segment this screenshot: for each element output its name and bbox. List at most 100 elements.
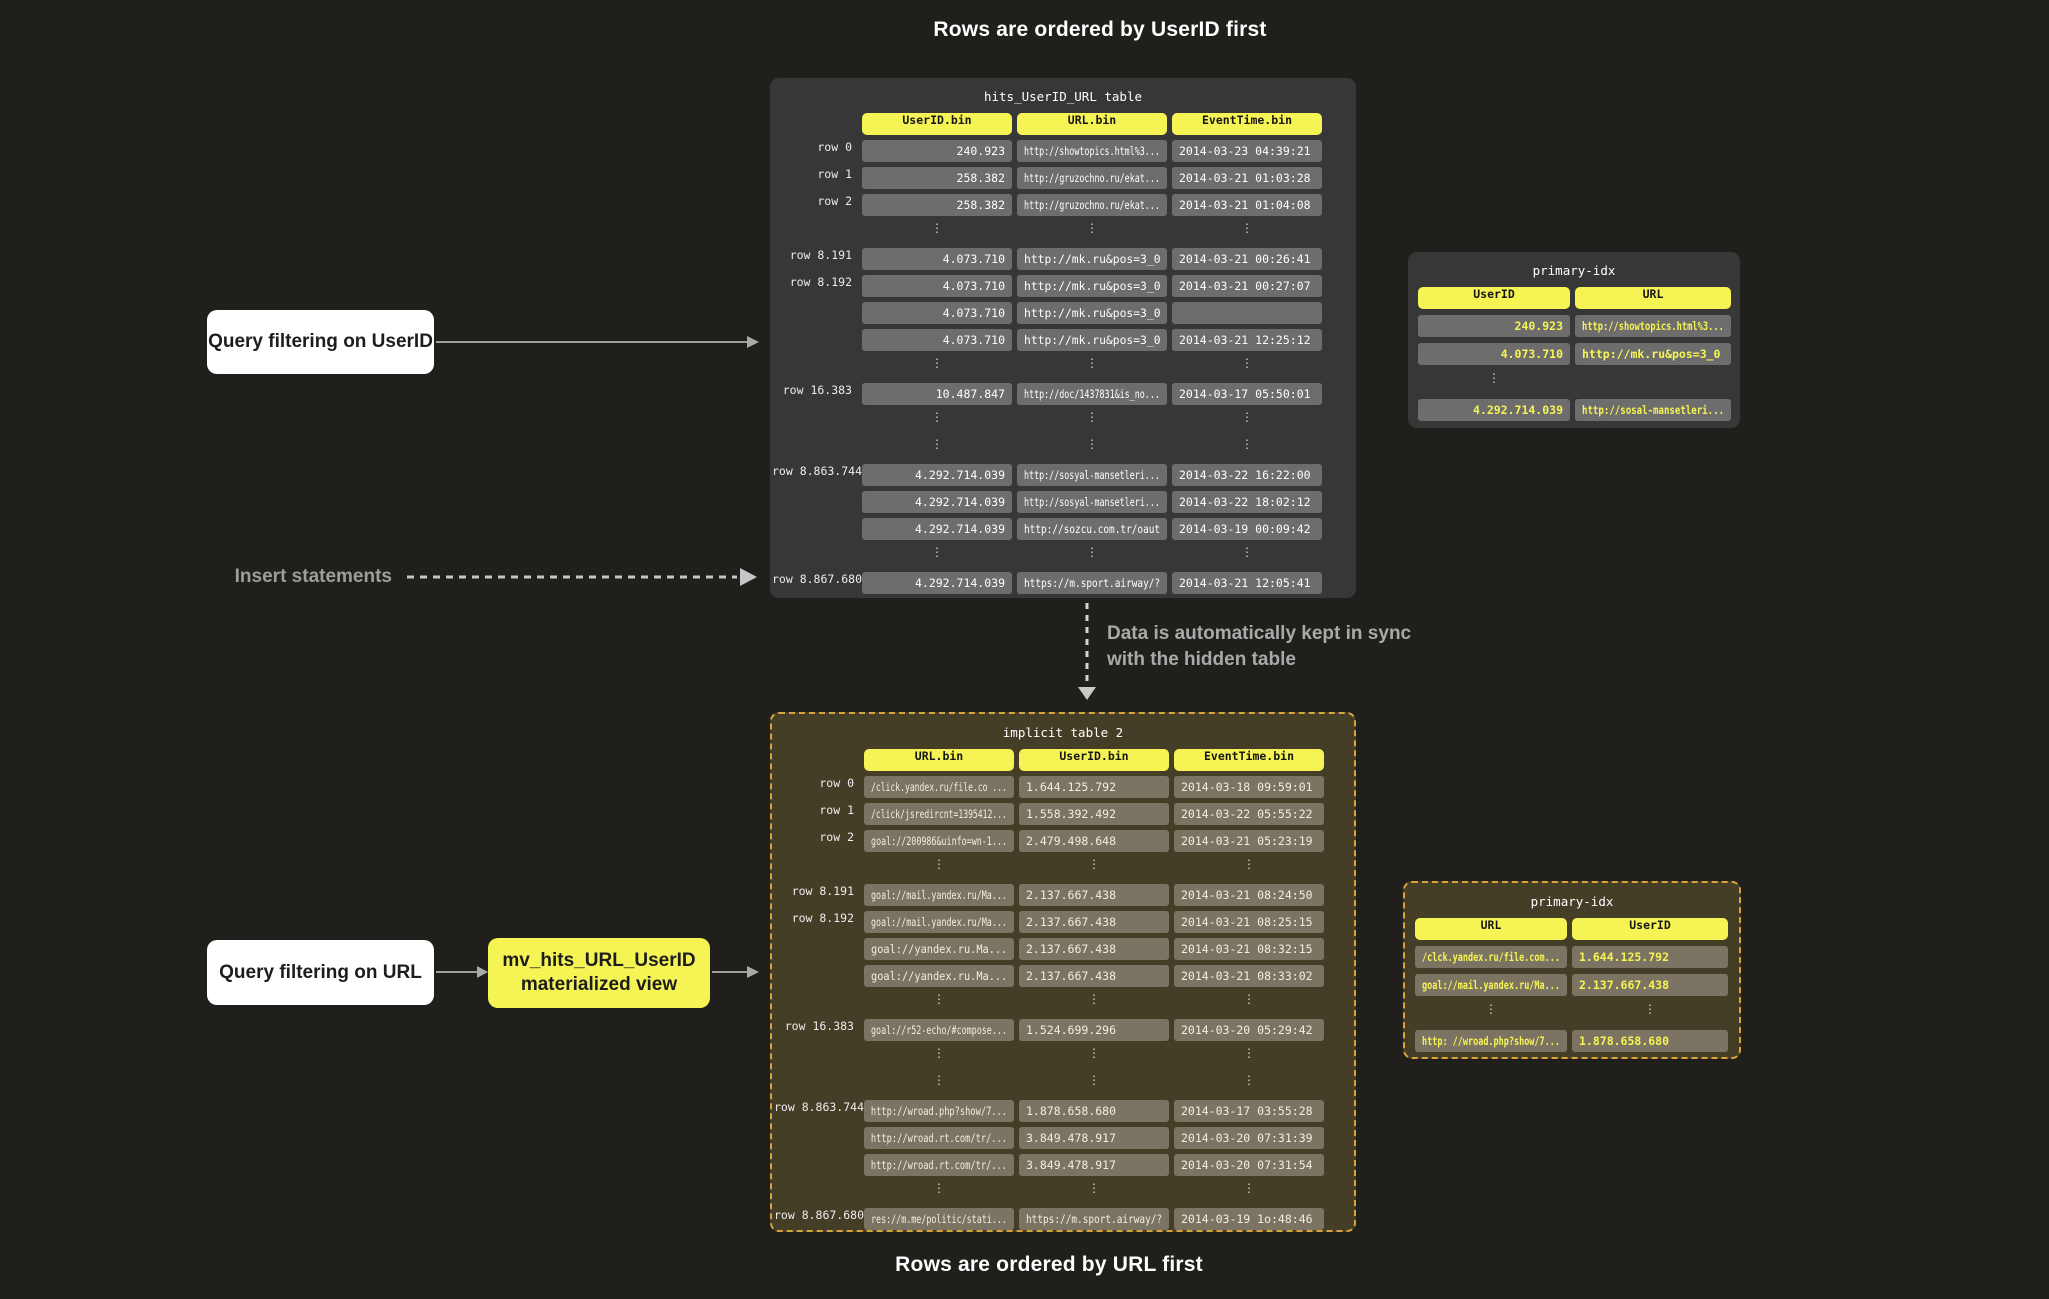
- cell-text: http://mk.ru&pos=3_0: [1024, 279, 1161, 293]
- table-cell: 2014-03-22 18:02:12: [1172, 491, 1322, 513]
- ellipsis-cell: ⋮: [1485, 1002, 1497, 1016]
- ellipsis-cell: ⋮: [1088, 1046, 1100, 1060]
- table-cell: 2014-03-21 01:03:28: [1172, 167, 1322, 189]
- row-label: [774, 1046, 859, 1068]
- table-cell: 1.558.392.492: [1019, 803, 1169, 825]
- table-cell: goal://yandex.ru.Ma...: [864, 965, 1014, 987]
- cell-text: 1.558.392.492: [1026, 807, 1117, 821]
- table-cell: http://mk.ru&pos=3_0: [1017, 248, 1167, 270]
- cell-text: 1.878.658.680: [1026, 1104, 1117, 1118]
- cell-text: 240.923: [1514, 319, 1563, 333]
- cell-text: goal://yandex.ru.Ma...: [870, 942, 1007, 956]
- table-cell: http://mk.ru&pos=3_0: [1017, 302, 1167, 324]
- ellipsis-cell: ⋮: [1088, 1073, 1100, 1087]
- table-cell: 4.073.710: [862, 302, 1012, 324]
- row-label: [772, 410, 857, 432]
- table-title: implicit table 2: [1002, 725, 1124, 740]
- table-cell: goal://mail.yandex.ru/Ma...: [864, 884, 1014, 906]
- row-label: [774, 1181, 859, 1203]
- cell-text: 2.137.667.438: [1026, 969, 1117, 983]
- ellipsis-cell: ⋮: [1086, 437, 1098, 451]
- ellipsis-cell: ⋮: [1243, 1046, 1255, 1060]
- ellipsis-cell: ⋮: [1086, 356, 1098, 370]
- row-label: [774, 992, 859, 1014]
- ellipsis-cell: ⋮: [933, 1181, 945, 1195]
- table-cell: http://sosyal-mansetleri...: [1017, 464, 1167, 486]
- cell-text: 258.382: [956, 171, 1005, 185]
- table-cell: http://gruzochno.ru/ekat...: [1017, 194, 1167, 216]
- cell-text: http://sozcu.com.tr/oaut: [1024, 522, 1161, 536]
- table-cell: 2014-03-21 01:04:08: [1172, 194, 1322, 216]
- cell-text: 2014-03-19 1o:48:46: [1181, 1212, 1313, 1226]
- query-filtering-userid-label: Query filtering on UserID: [208, 331, 433, 352]
- cell-text: 2014-03-18 09:59:01: [1181, 780, 1313, 794]
- header-spacer: [772, 113, 857, 135]
- cell-text: 2014-03-23 04:39:21: [1179, 144, 1311, 158]
- table-cell: 4.292.714.039: [862, 491, 1012, 513]
- cell-text: http://wroad.rt.com/tr/...: [870, 1158, 1007, 1172]
- column-header: URL.bin: [1017, 113, 1167, 135]
- table-cell: 4.292.714.039: [862, 572, 1012, 594]
- ellipsis-cell: ⋮: [933, 1073, 945, 1087]
- row-label: row 16.383: [782, 383, 852, 397]
- table-cell: 1.878.658.680: [1572, 1030, 1728, 1052]
- table-cell: http://mk.ru&pos=3_0: [1017, 275, 1167, 297]
- cell-text: http://showtopics.html%3...: [1582, 319, 1724, 333]
- cell-text: http://sosyal-mansetleri...: [1024, 468, 1160, 482]
- query-filtering-url-box: Query filtering on URL: [207, 940, 434, 1005]
- row-label: row 1: [817, 167, 852, 181]
- sync-arrow: [1078, 603, 1096, 700]
- row-label: [774, 1073, 859, 1095]
- ellipsis-cell: ⋮: [1088, 1181, 1100, 1195]
- table-cell: 2014-03-20 07:31:39: [1174, 1127, 1324, 1149]
- table-cell: 4.073.710: [862, 329, 1012, 351]
- row-label: row 16.383: [784, 1019, 854, 1033]
- row-label: [774, 965, 859, 987]
- query-url-arrow: [436, 966, 488, 978]
- cell-text: 4.292.714.039: [914, 522, 1005, 536]
- table-cell: 240.923: [1418, 315, 1570, 337]
- cell-text: res://m.me/politic/stati...: [871, 1212, 1007, 1226]
- cell-text: 4.073.710: [942, 252, 1005, 266]
- cell-text: http://mk.ru&pos=3_0: [1024, 333, 1161, 347]
- cell-text: https://m.sport.airway/?: [1026, 1212, 1163, 1226]
- cell-text: 2014-03-21 01:04:08: [1179, 198, 1311, 212]
- cell-text: 2.479.498.648: [1026, 834, 1117, 848]
- query-filtering-url-label: Query filtering on URL: [219, 961, 422, 983]
- column-header: URL: [1575, 287, 1731, 309]
- row-label: [772, 545, 857, 567]
- cell-text: 4.292.714.039: [914, 495, 1005, 509]
- table-cell: http://gruzochno.ru/ekat...: [1017, 167, 1167, 189]
- cell-text: 2014-03-21 05:23:19: [1181, 834, 1313, 848]
- table-cell: 4.292.714.039: [862, 518, 1012, 540]
- cell-text: 2014-03-22 16:22:00: [1179, 468, 1311, 482]
- ellipsis-cell: ⋮: [931, 356, 943, 370]
- row-label: row 8.863.744: [772, 464, 863, 478]
- ellipsis-cell: ⋮: [1241, 437, 1253, 451]
- row-label: [772, 491, 857, 513]
- table-cell: 2.137.667.438: [1019, 938, 1169, 960]
- table-cell: 258.382: [862, 167, 1012, 189]
- cell-text: 3.849.478.917: [1026, 1158, 1117, 1172]
- cell-text: 2.137.667.438: [1026, 942, 1117, 956]
- table-cell: res://m.me/politic/stati...: [864, 1208, 1014, 1230]
- row-label: row 2: [819, 830, 854, 844]
- table-cell: goal://mail.yandex.ru/Ma...: [864, 911, 1014, 933]
- cell-text: 2014-03-21 08:33:02: [1181, 969, 1313, 983]
- cell-text: 4.292.714.039: [914, 468, 1005, 482]
- table-cell: 2014-03-21 08:33:02: [1174, 965, 1324, 987]
- table-cell: 2014-03-21 12:25:12: [1172, 329, 1322, 351]
- table-cell: goal://200986&uinfo=wn-1...: [864, 830, 1014, 852]
- table-cell: http://sosyal-mansetleri...: [1017, 491, 1167, 513]
- materialized-view-box: mv_hits_URL_UserID materialized view: [488, 938, 710, 1008]
- cell-text: 10.487.847: [935, 387, 1005, 401]
- query-filtering-userid-box: Query filtering on UserID: [207, 310, 434, 374]
- table-cell: /click/jsredircnt=1395412...: [864, 803, 1014, 825]
- cell-text: 2014-03-17 03:55:28: [1181, 1104, 1313, 1118]
- cell-text: 2014-03-21 01:03:28: [1179, 171, 1311, 185]
- cell-text: 2.137.667.438: [1579, 978, 1670, 992]
